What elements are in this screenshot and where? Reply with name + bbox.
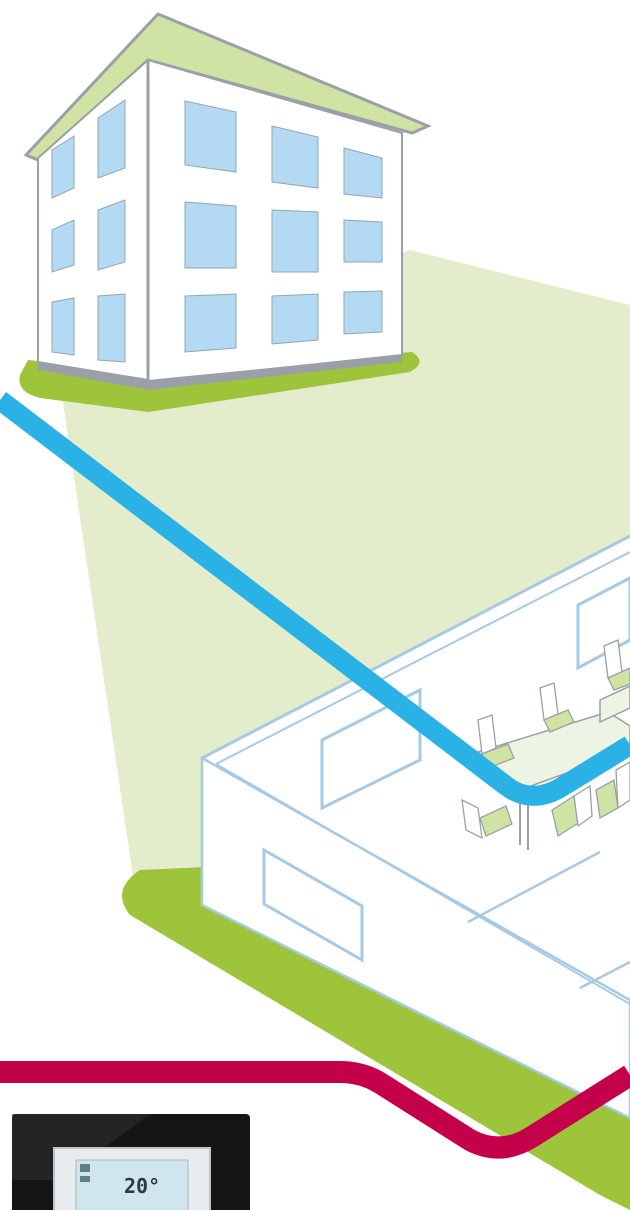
apartment-building bbox=[19, 14, 428, 412]
room-thermostat: 20° bbox=[12, 1114, 250, 1210]
thermostat-display-value: 20° bbox=[124, 1174, 160, 1198]
